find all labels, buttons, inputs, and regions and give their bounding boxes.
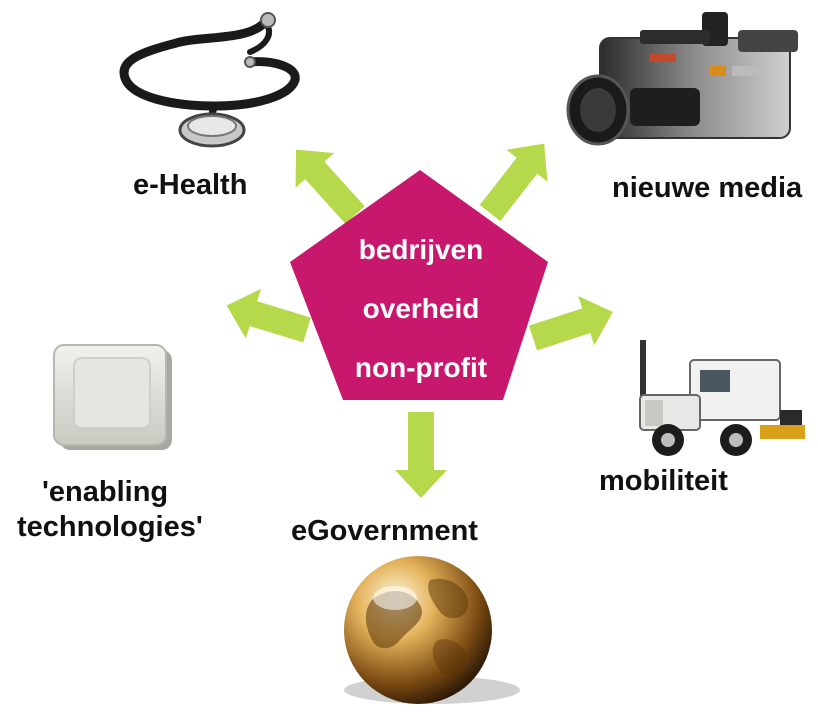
video-camera-icon bbox=[566, 12, 798, 146]
arrow-to-egov bbox=[395, 412, 447, 498]
label-mobiliteit: mobiliteit bbox=[599, 465, 728, 497]
label-ehealth: e-Health bbox=[133, 169, 248, 201]
label-enabling-line1: 'enabling bbox=[42, 476, 169, 508]
arrow-to-enabling bbox=[226, 288, 311, 343]
arrows-group bbox=[226, 143, 613, 498]
label-enabling-line2: technologies' bbox=[17, 511, 203, 543]
center-line-overheid: overheid bbox=[362, 293, 480, 324]
arrow-to-media bbox=[479, 143, 548, 222]
center-pentagon bbox=[290, 170, 548, 400]
globe-icon bbox=[344, 556, 520, 704]
label-egovernment: eGovernment bbox=[291, 515, 478, 547]
center-line-bedrijven: bedrijven bbox=[358, 234, 484, 265]
arrow-to-mobility bbox=[528, 295, 613, 351]
label-nieuwe-media: nieuwe media bbox=[612, 172, 803, 204]
keyboard-key-icon bbox=[53, 344, 172, 450]
arrow-to-ehealth bbox=[295, 149, 365, 224]
stethoscope-icon bbox=[119, 12, 300, 148]
center-line-non-profit: non-profit bbox=[354, 352, 488, 383]
truck-icon bbox=[639, 340, 805, 456]
